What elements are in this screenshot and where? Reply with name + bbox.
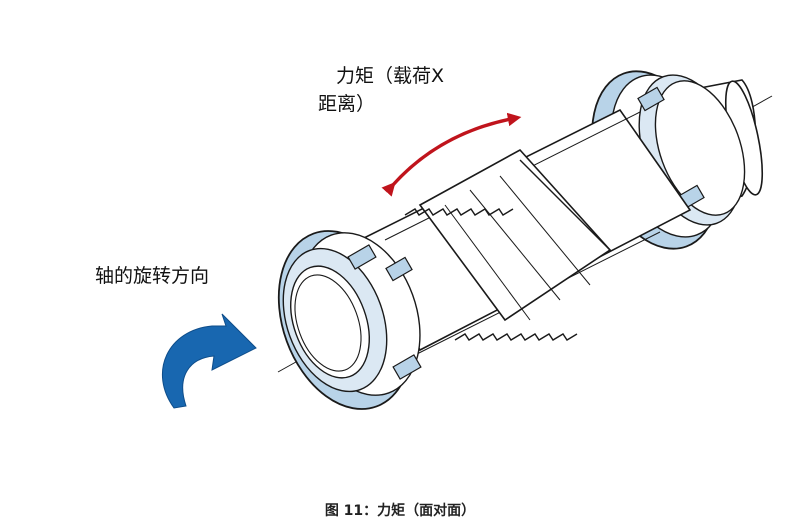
caption-suffix: （面对面） (405, 503, 476, 519)
left-bearing (277, 230, 422, 410)
torque-arrow (381, 112, 522, 197)
torque-label-line1: 力矩（载荷X (336, 65, 445, 87)
caption-prefix: 图 11：力矩 (324, 503, 406, 519)
rotation-arrow (162, 313, 257, 409)
figure-caption: 图 11：力矩（面对面） (0, 500, 800, 520)
torque-label-line2: 距离） (318, 93, 376, 115)
rotation-direction-label: 轴的旋转方向 (95, 265, 210, 287)
